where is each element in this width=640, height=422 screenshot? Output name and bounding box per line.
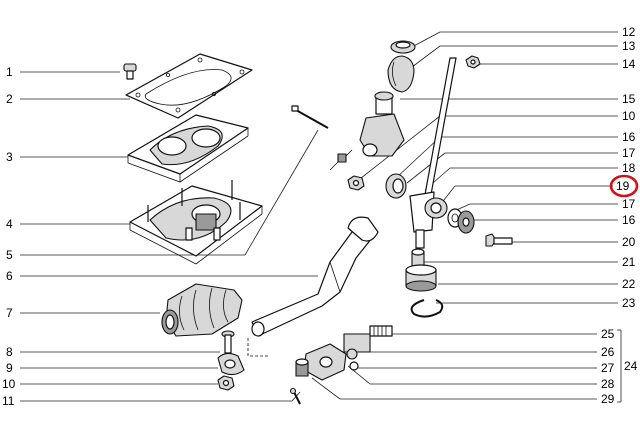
callout-14: 14 [622,57,636,71]
callout-17-upper: 17 [622,146,636,160]
callout-15: 15 [622,92,636,106]
part-26-washer [346,348,358,360]
part-11-pin [289,387,301,405]
callout-25: 25 [601,327,615,341]
part-25-stud-block [343,325,393,353]
part-16-bushing-upper [385,173,407,199]
group-bracket-24: 24 [617,329,638,403]
callout-11: 11 [2,394,15,408]
callout-2: 2 [6,92,13,106]
part-4-base-plate [129,180,263,265]
part-9-clamp [217,352,245,376]
callout-27: 27 [601,361,615,375]
part-10-nut-right [347,175,365,191]
part-27-washer [349,361,359,371]
callout-21: 21 [622,255,636,269]
part-20-bolt [485,233,513,247]
callout-7: 7 [6,306,13,320]
part-3-boot-plate [127,114,249,183]
part-8-bolt [221,330,235,354]
callout-26: 26 [601,345,615,359]
highlight-ring-callout-19 [609,174,639,198]
callout-10-right: 10 [622,109,636,123]
part-23-circlip [410,299,444,318]
callout-6: 6 [6,269,13,283]
part-7-bellows-boot [161,283,243,337]
part-12-knob-cap [390,40,416,54]
callout-20: 20 [622,235,636,249]
callout-19: 19 [616,179,630,193]
callout-22: 22 [622,277,636,291]
part-5-cable-tie [244,105,329,256]
callout-5: 5 [6,248,13,262]
callout-4: 4 [6,217,13,231]
left-callouts: 1 2 3 4 5 6 7 8 9 10 11 [2,65,318,408]
part-1-screw [123,63,137,80]
callout-29: 29 [601,392,615,406]
callout-23: 23 [622,296,636,310]
part-13-gear-knob [387,55,415,93]
part-22-bushing [405,264,437,292]
right-callouts: 12 13 14 15 10 16 17 18 19 17 16 20 21 2… [311,25,638,406]
part-15-lever-upper [329,91,405,171]
part-16-bushing-lower [457,210,475,234]
part-6-shift-rod [247,216,379,357]
callout-1: 1 [6,65,13,79]
callout-16-upper: 16 [622,130,636,144]
callout-8: 8 [6,345,13,359]
callout-18: 18 [622,161,636,175]
part-28-coupling [303,343,347,381]
callout-9: 9 [6,361,13,375]
callout-24: 24 [624,359,638,373]
callout-16-lower: 16 [622,213,636,227]
callout-28: 28 [601,377,615,391]
callout-17-lower: 17 [622,197,636,211]
part-14-nut [465,55,481,69]
callout-12: 12 [622,25,636,39]
part-29-connector [295,358,309,377]
part-10-nut [217,375,235,391]
part-2-gasket-frame [125,53,253,119]
callout-3: 3 [6,150,13,164]
callout-13: 13 [622,39,636,53]
callout-10: 10 [2,377,16,391]
part-19-ball-joint [424,197,448,219]
